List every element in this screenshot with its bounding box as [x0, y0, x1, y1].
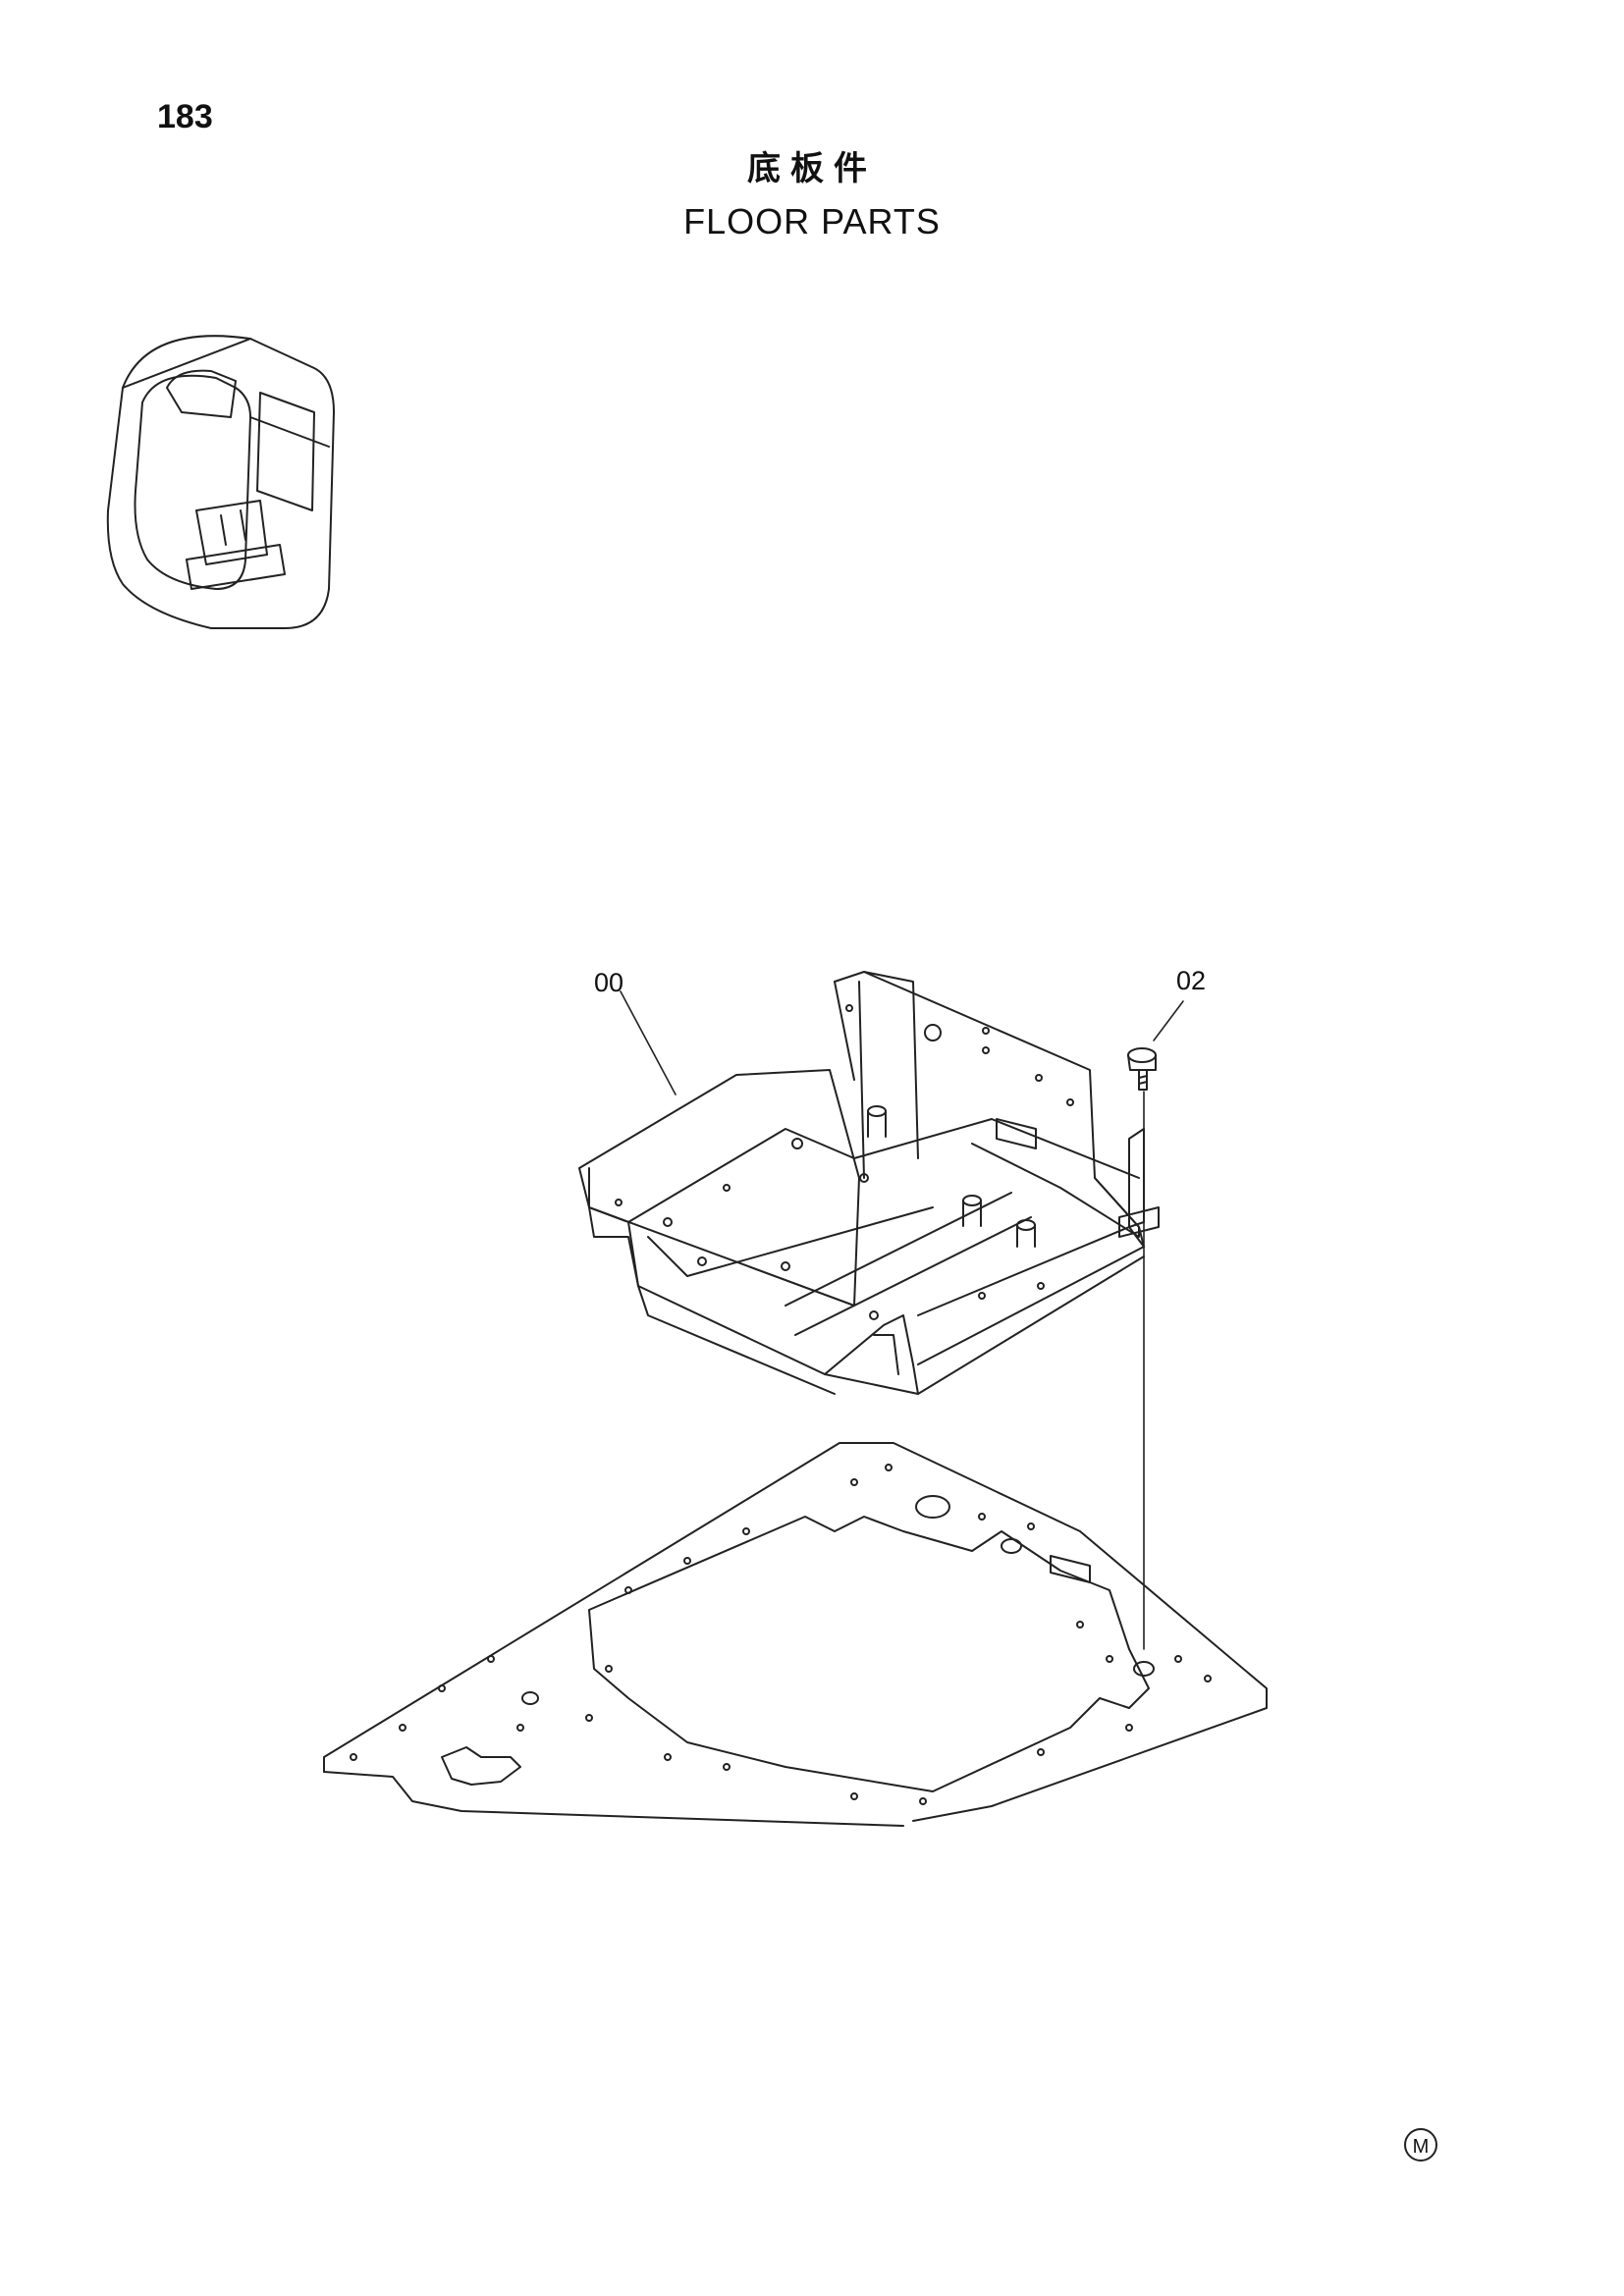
floor-plate-icon	[323, 1442, 1268, 1827]
page-number: 183	[157, 98, 213, 135]
callout-00: 00	[594, 968, 623, 997]
bolt-icon	[1127, 1047, 1157, 1650]
corner-mark: M	[1404, 2128, 1437, 2162]
floor-bracket-icon	[578, 971, 1160, 1395]
page-title: 底板件 FLOOR PARTS	[0, 145, 1624, 247]
callout-02: 02	[1176, 966, 1206, 995]
title-chinese: 底板件	[747, 149, 877, 188]
title-english: FLOOR PARTS	[683, 201, 941, 241]
cab-thumbnail-icon	[106, 335, 335, 629]
